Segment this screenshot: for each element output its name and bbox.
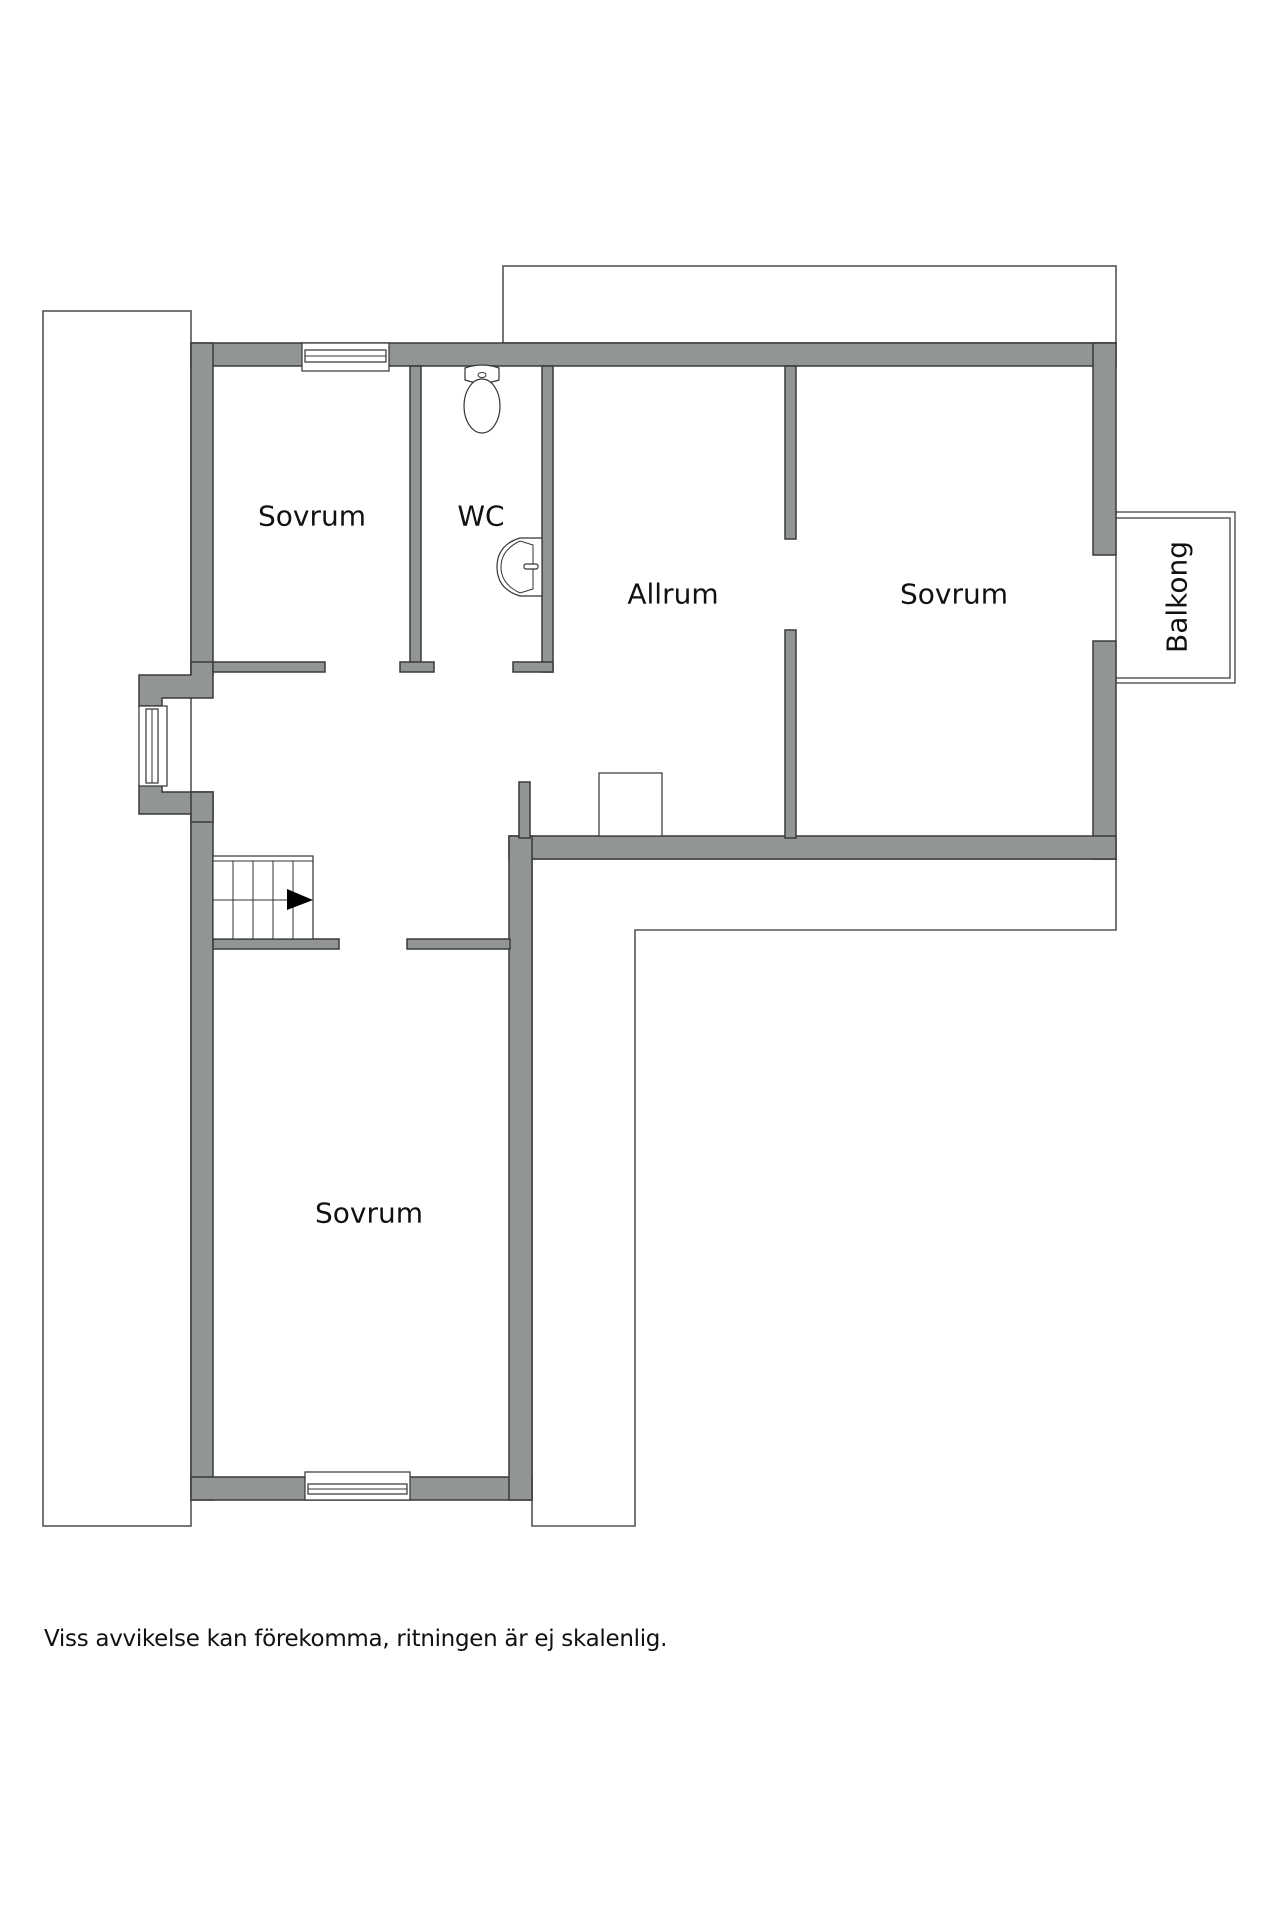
window-icon bbox=[301, 342, 390, 372]
room-label-allrum: Allrum bbox=[627, 577, 719, 611]
chimney-box bbox=[598, 772, 663, 837]
toilet-icon bbox=[463, 364, 501, 434]
balcony bbox=[1115, 511, 1236, 684]
room-label-wc: WC bbox=[457, 499, 505, 533]
room-label-sovrum-bottom: Sovrum bbox=[314, 1196, 424, 1230]
stairs-direction-arrow-icon bbox=[287, 889, 313, 910]
window-icon bbox=[304, 1471, 411, 1501]
room-label-sovrum-right: Sovrum bbox=[899, 577, 1009, 611]
stairs-icon bbox=[212, 855, 314, 940]
walls bbox=[138, 342, 1117, 1501]
room-label-balkong: Balkong bbox=[1160, 540, 1194, 654]
outer-top-outline bbox=[502, 265, 1117, 344]
sink-icon bbox=[496, 537, 543, 597]
room-label-sovrum-top-left: Sovrum bbox=[257, 499, 367, 533]
disclaimer-text: Viss avvikelse kan förekomma, ritningen … bbox=[44, 1626, 668, 1652]
window-icon bbox=[138, 705, 168, 787]
outer-lower-right-outline bbox=[531, 858, 1117, 1527]
outer-left-outline bbox=[42, 310, 192, 1527]
